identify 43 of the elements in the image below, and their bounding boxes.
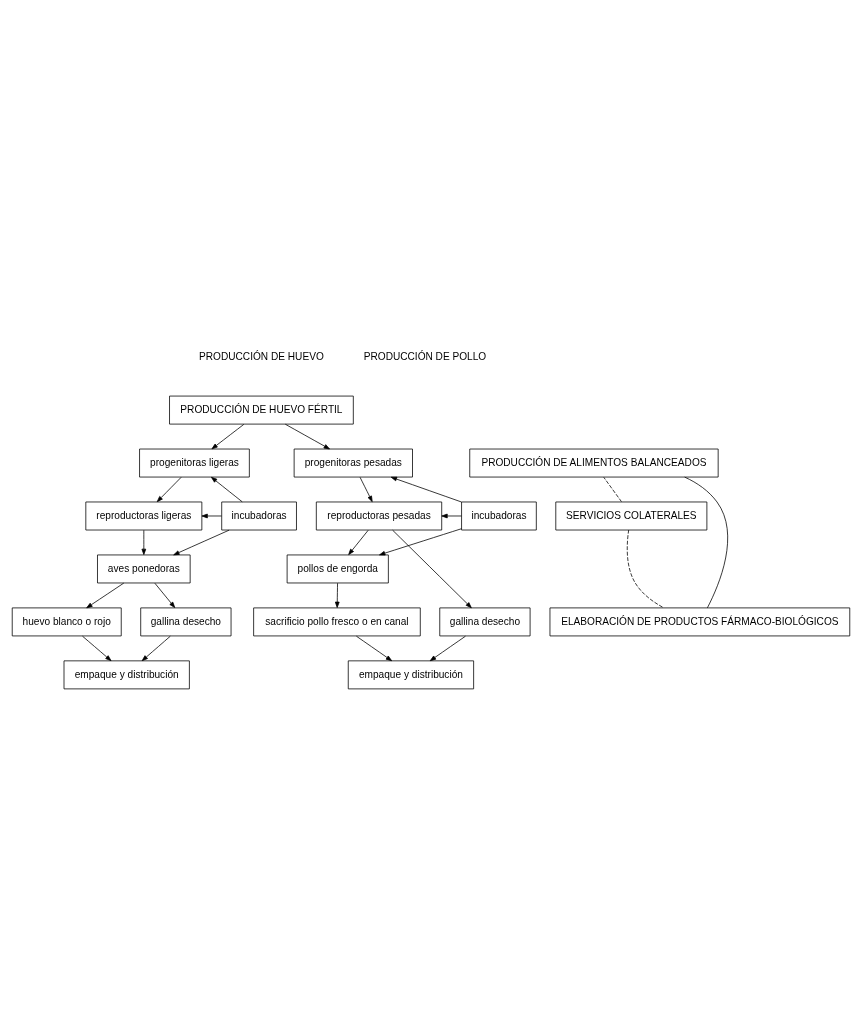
arrow xyxy=(356,635,393,661)
arrow xyxy=(441,513,462,518)
label: PRODUCCIÓN DE POLLO xyxy=(363,350,487,362)
node-box: huevo blanco o rojo xyxy=(11,607,122,636)
connector xyxy=(626,529,665,608)
arrow xyxy=(211,476,243,502)
node-box: sacrificio pollo fresco o en canal xyxy=(253,607,421,636)
node-box: aves ponedoras xyxy=(97,554,191,583)
arrow xyxy=(86,582,125,608)
arrow xyxy=(141,529,147,555)
arrow xyxy=(392,529,472,608)
node-box: reproductoras ligeras xyxy=(85,501,203,530)
node-box: empaque y distribución xyxy=(63,659,190,689)
node-box: reproductoras pesadas xyxy=(315,501,443,530)
arrow xyxy=(173,529,230,555)
node-box: pollos de engorda xyxy=(286,554,389,583)
arrow xyxy=(211,423,245,449)
arrow xyxy=(390,476,462,502)
arrow xyxy=(82,635,112,661)
node-box: SERVICIOS COLATERALES xyxy=(555,501,708,530)
arrow xyxy=(359,476,373,502)
node-box: progenitoras pesadas xyxy=(293,448,413,477)
node-box: incubadoras xyxy=(461,501,537,530)
node-box: ELABORACIÓN DE PRODUCTOS FÁRMACO-BIOLÓGICOS xyxy=(549,607,851,636)
node-box: PRODUCCIÓN DE ALIMENTOS BALANCEADOS xyxy=(469,448,719,477)
node-box: PRODUCCIÓN DE HUEVO FÉRTIL xyxy=(169,395,354,424)
node-box: progenitoras ligeras xyxy=(139,448,250,477)
connector xyxy=(684,476,729,608)
arrow xyxy=(141,635,171,661)
label: PRODUCCIÓN DE HUEVO xyxy=(199,350,324,362)
arrow xyxy=(334,582,340,608)
arrow xyxy=(379,527,462,555)
node-box: empaque y distribución xyxy=(347,659,475,689)
arrow xyxy=(156,476,182,502)
arrow xyxy=(154,582,176,608)
node-box: incubadoras xyxy=(221,501,297,530)
node-box: gallina desecho xyxy=(140,607,232,636)
arrow xyxy=(429,635,466,661)
connector xyxy=(603,476,622,502)
arrow xyxy=(284,423,330,449)
node-box: gallina desecho xyxy=(439,607,531,636)
arrow xyxy=(201,513,222,518)
arrow xyxy=(348,529,369,555)
